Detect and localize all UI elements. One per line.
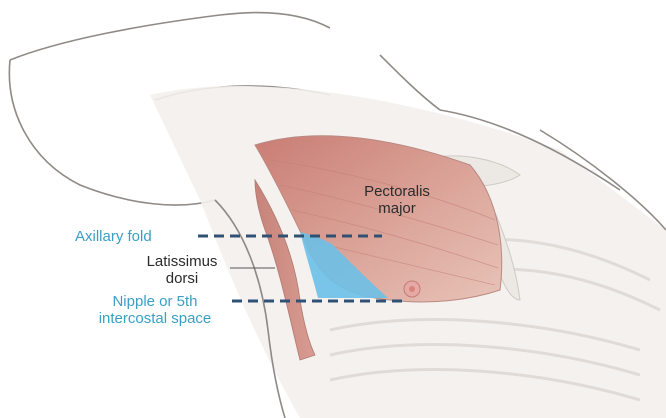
latissimus-label-line2: dorsi [128, 270, 236, 287]
latissimus-dorsi-label: Latissimus dorsi [128, 253, 236, 287]
nipple-mark [404, 281, 420, 297]
pectoralis-label-line2: major [352, 200, 442, 217]
pectoralis-major-label: Pectoralis major [352, 183, 442, 217]
nipple-level-label: Nipple or 5th intercostal space [80, 293, 230, 327]
latissimus-label-line1: Latissimus [128, 253, 236, 270]
axillary-fold-label: Axillary fold [75, 228, 152, 245]
nipple-label-line2: intercostal space [80, 310, 230, 327]
nipple-label-line1: Nipple or 5th [80, 293, 230, 310]
pectoralis-label-line1: Pectoralis [352, 183, 442, 200]
